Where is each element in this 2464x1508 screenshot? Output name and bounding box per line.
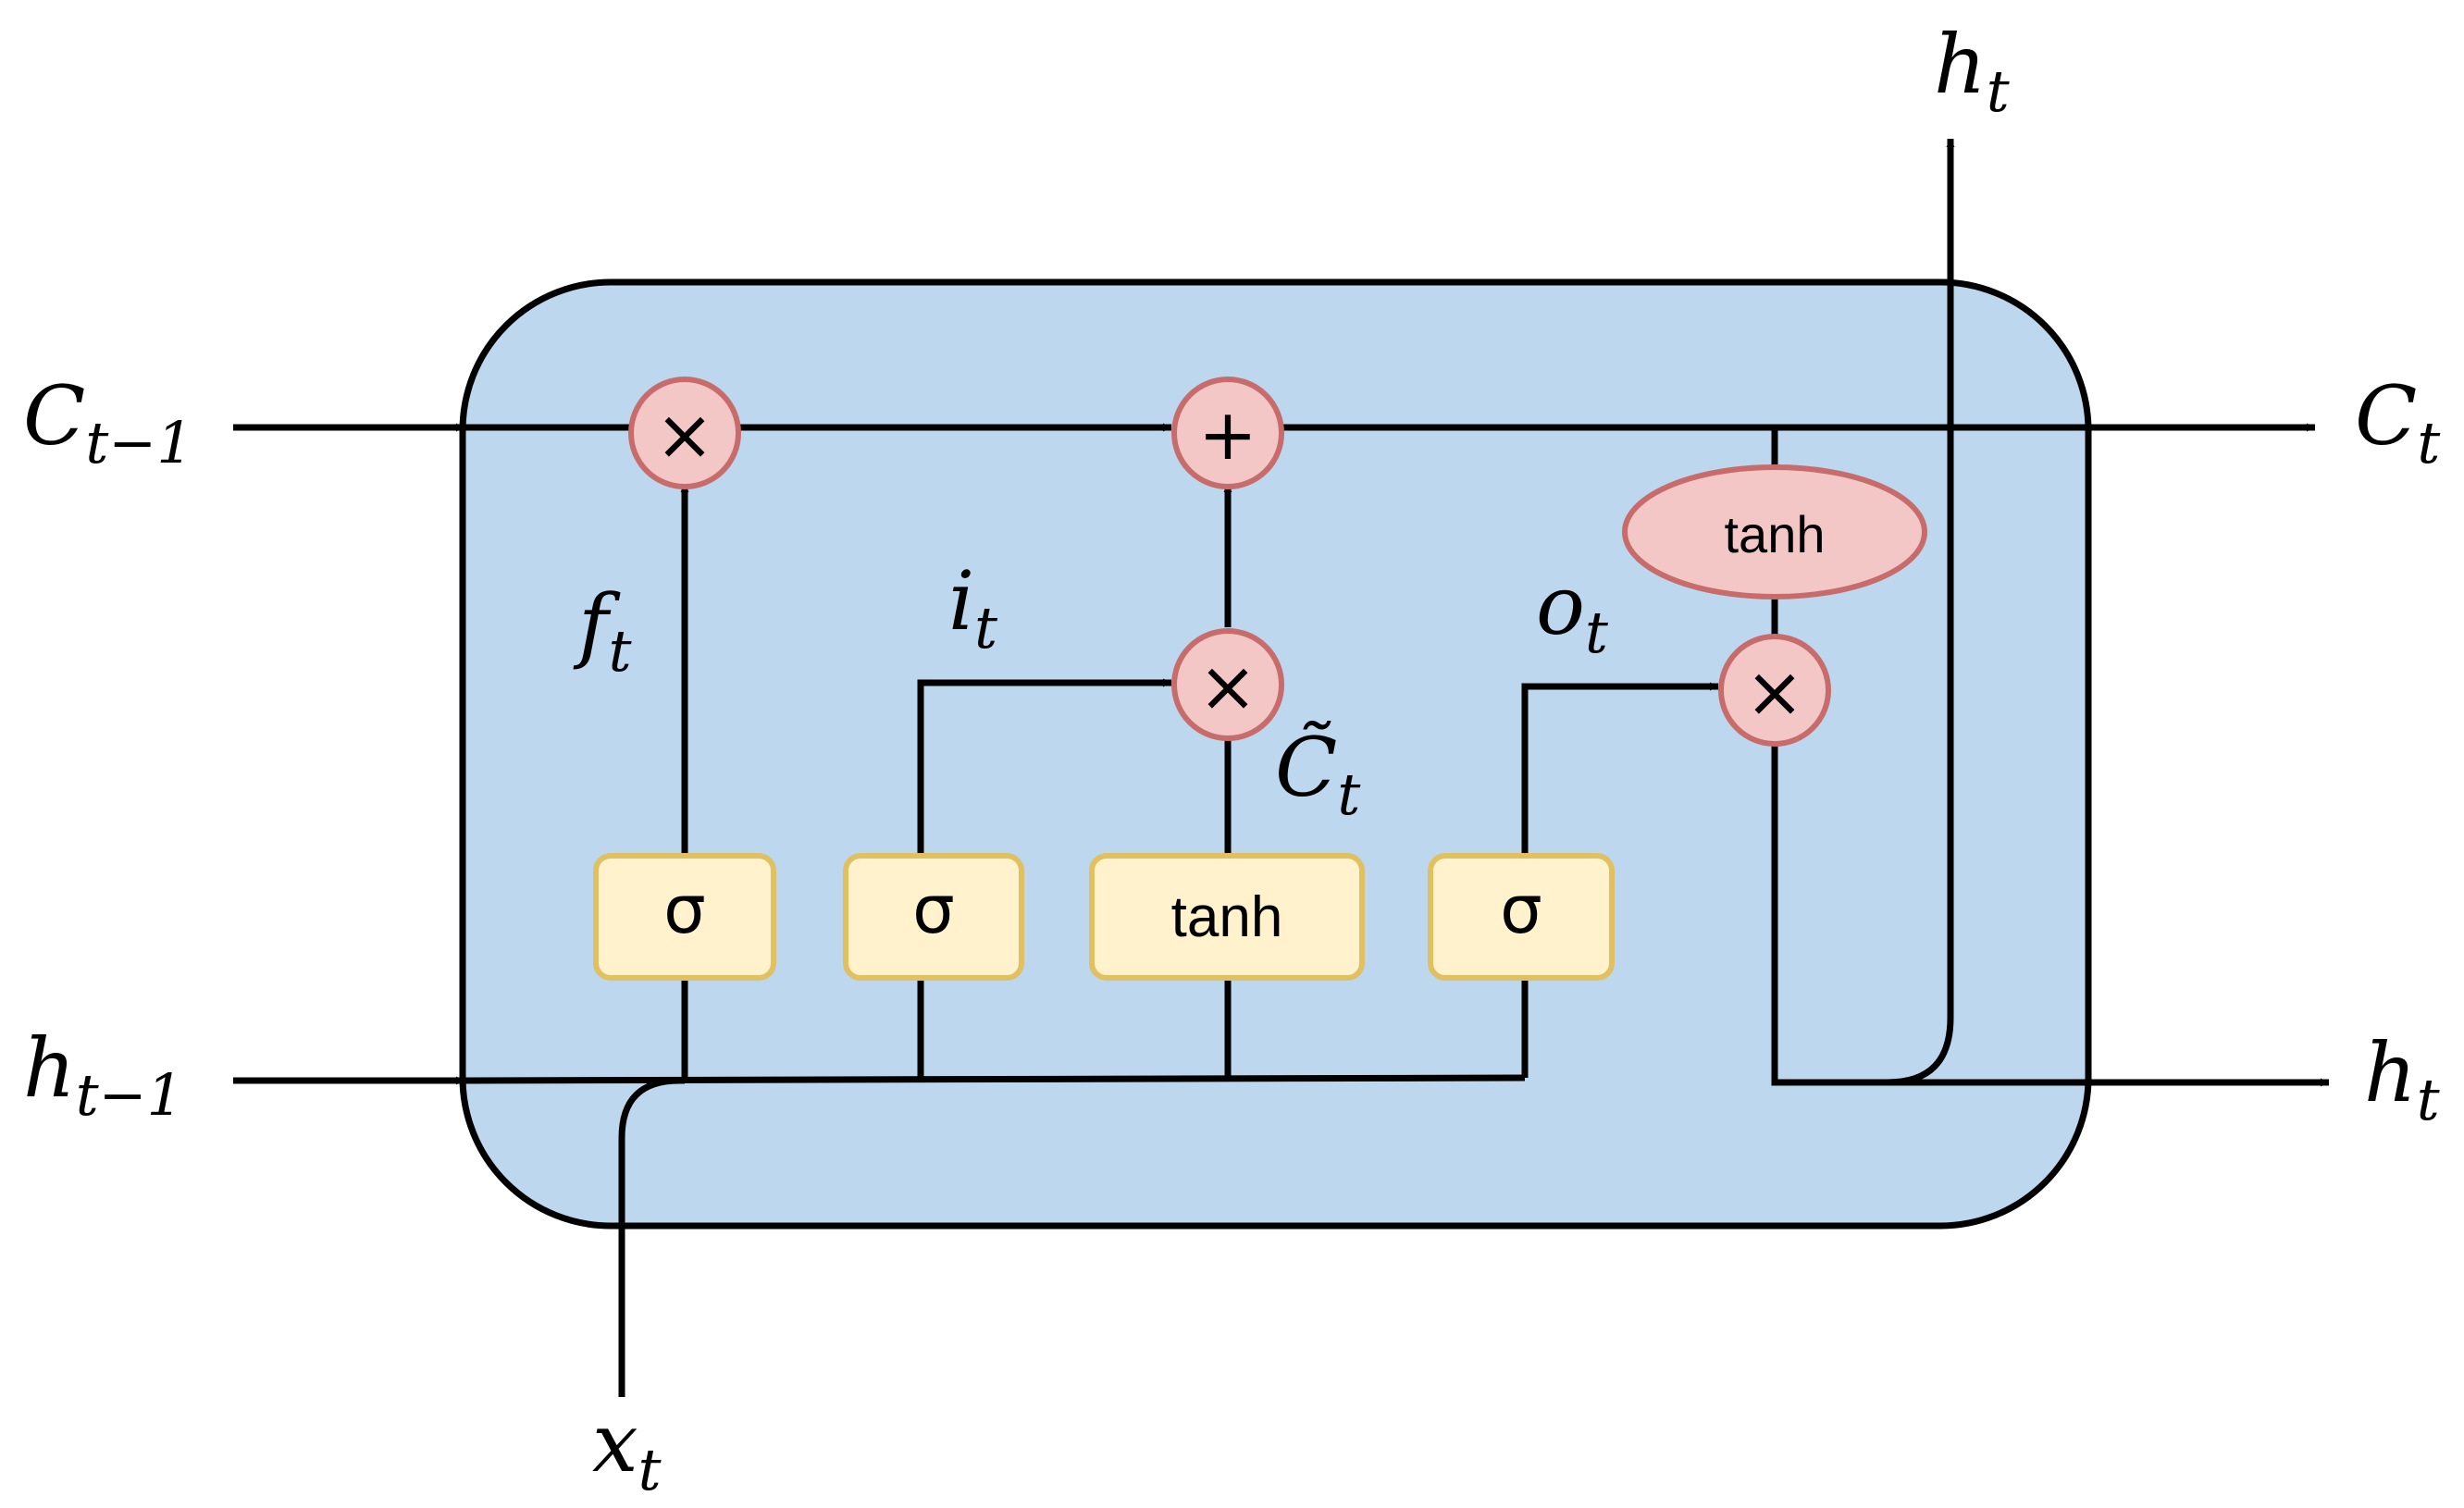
output-multiply-op: × (1718, 634, 1831, 747)
cell-tanh-label: tanh (1725, 505, 1826, 563)
input-multiply-symbol: × (1198, 645, 1257, 727)
output-multiply-symbol: × (1745, 650, 1804, 733)
candidate-label: C̃t (1275, 720, 1360, 828)
cell-add-symbol: + (1198, 393, 1257, 476)
input-multiply-op: × (1171, 628, 1284, 741)
input-output-arrow (917, 678, 1171, 853)
input-sigma-label: σ (912, 871, 955, 948)
cell-tanh-op: tanh (1622, 464, 1927, 599)
input-sigma-gate: σ (843, 853, 1024, 981)
c-out-label: Ct (2355, 368, 2440, 476)
candidate-tanh-gate: tanh (1089, 853, 1365, 981)
output-sigma-gate: σ (1428, 853, 1615, 981)
c-prev-label: Ct−1 (23, 368, 193, 476)
forget-sigma-label: σ (663, 871, 706, 948)
x-in-label: xt (592, 1395, 662, 1503)
forget-multiply-symbol: × (655, 393, 714, 476)
x-input-wire (618, 1077, 685, 1397)
input-gate-label: it (948, 553, 997, 661)
output-sigma-label: σ (1500, 871, 1542, 948)
h-out-right-label: ht (2364, 1025, 2440, 1133)
forget-sigma-gate: σ (593, 853, 776, 981)
output-output-arrow (1521, 682, 1718, 853)
cell-add-op: + (1171, 377, 1284, 489)
output-gate-label: ot (1536, 558, 1608, 666)
shared-input-bus (462, 1074, 1526, 1084)
candidate-tanh-label: tanh (1171, 885, 1283, 949)
h-out-top-label: ht (1934, 17, 2010, 125)
forget-multiply-op: × (628, 377, 741, 489)
h-prev-label: ht−1 (23, 1020, 183, 1129)
